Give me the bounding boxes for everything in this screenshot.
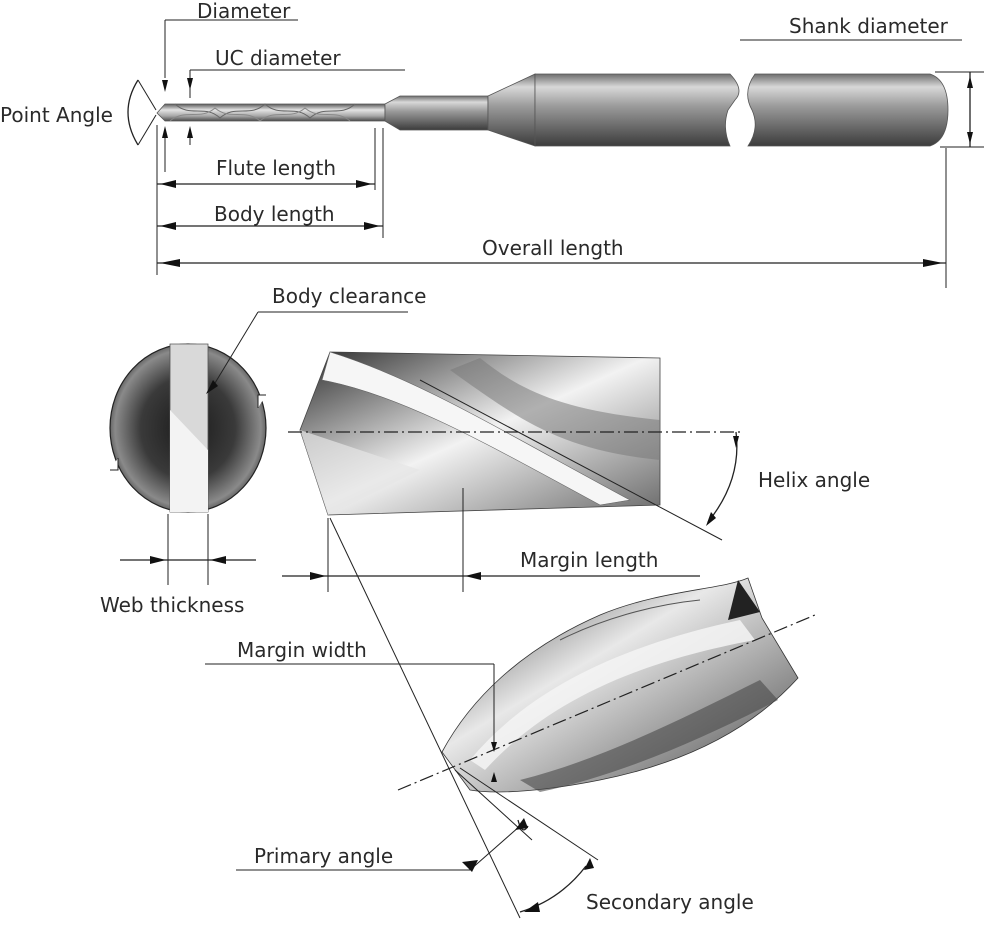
top-dimension-lines <box>127 19 984 288</box>
label-diameter: Diameter <box>197 0 291 23</box>
label-web-thickness: Web thickness <box>100 593 244 617</box>
label-primary-angle: Primary angle <box>254 844 393 868</box>
drill-neck <box>384 73 536 147</box>
drill-tip-perspective <box>205 517 816 919</box>
label-shank-diameter: Shank diameter <box>789 14 949 38</box>
label-flute-length: Flute length <box>216 156 336 180</box>
label-uc-diameter: UC diameter <box>215 46 341 70</box>
label-body-length: Body length <box>214 202 335 226</box>
label-point-angle: Point Angle <box>0 103 113 127</box>
labels: Diameter UC diameter Point Angle Flute l… <box>0 0 949 914</box>
label-body-clearance: Body clearance <box>272 284 426 308</box>
drill-shank <box>534 73 949 147</box>
drill-side-view <box>156 73 949 147</box>
drill-end-view <box>109 311 408 585</box>
label-secondary-angle: Secondary angle <box>586 890 754 914</box>
label-helix-angle: Helix angle <box>758 468 870 492</box>
drill-tip-side-view <box>282 351 740 592</box>
label-margin-length: Margin length <box>520 548 658 572</box>
flute-section <box>156 103 386 122</box>
label-margin-width: Margin width <box>237 638 367 662</box>
label-overall-length: Overall length <box>482 236 624 260</box>
